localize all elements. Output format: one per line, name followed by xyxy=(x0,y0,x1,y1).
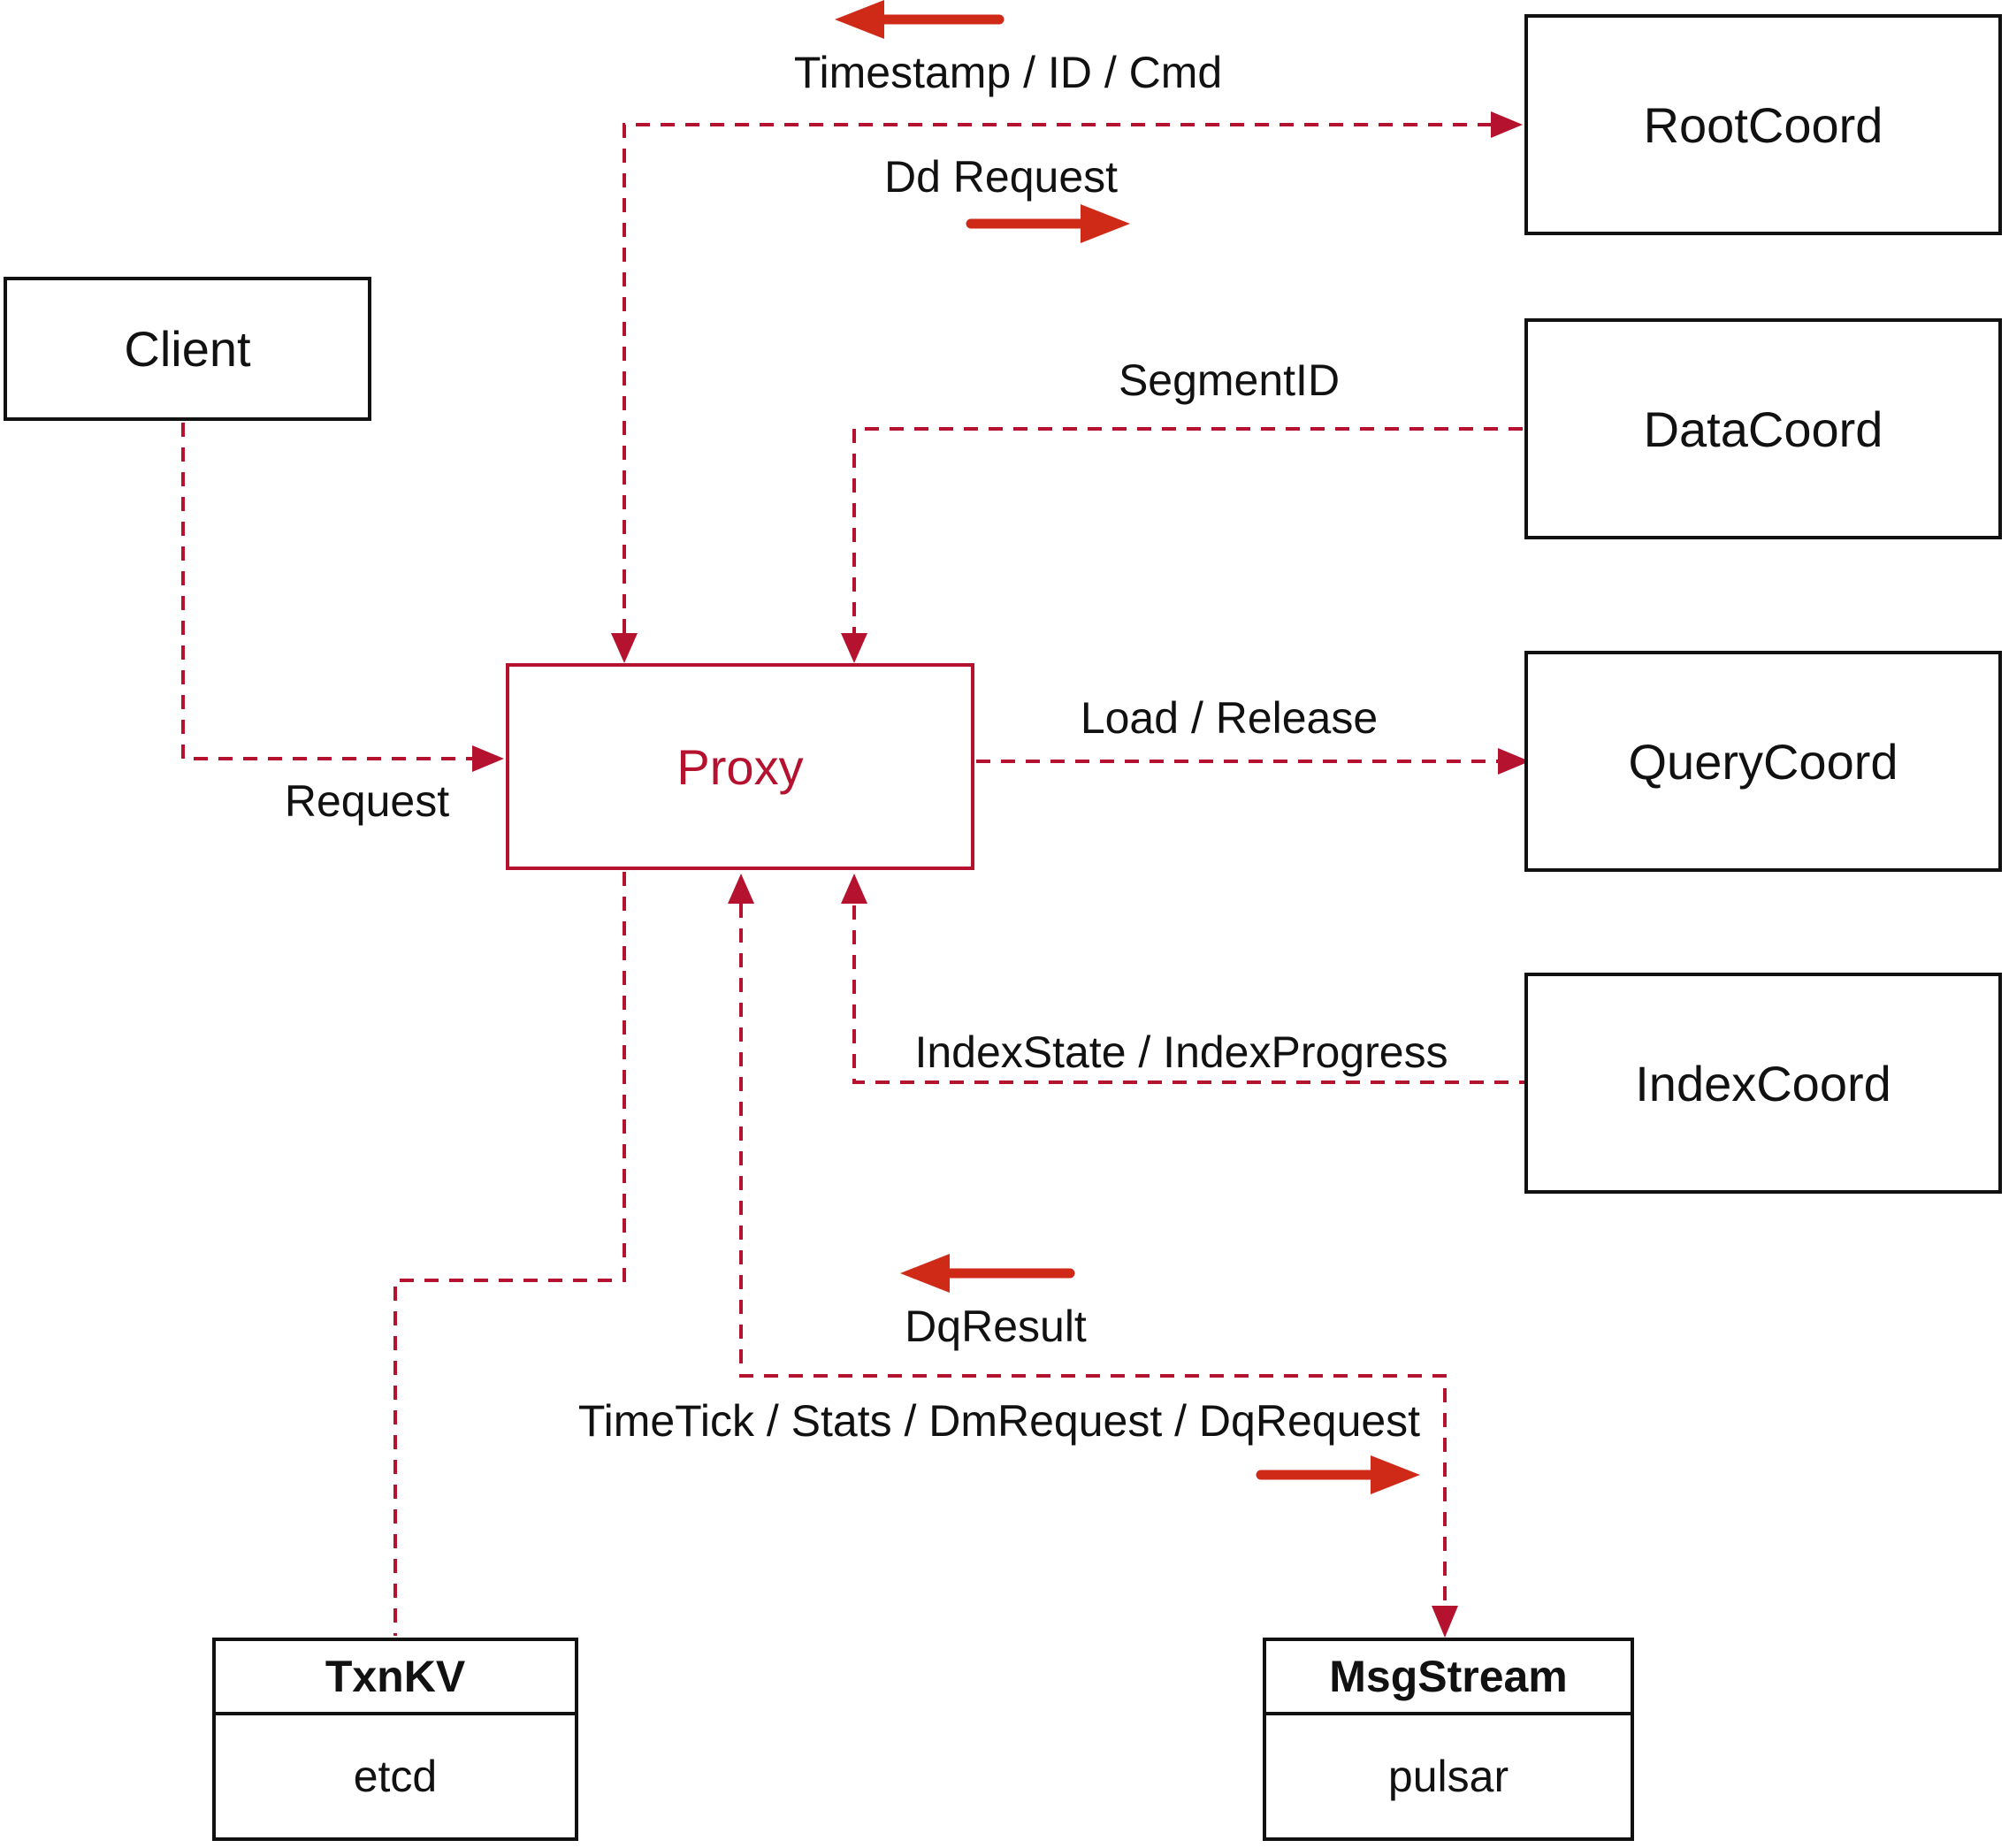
arrowhead-into-proxy-bottom-left xyxy=(728,874,754,904)
edge-label-load-release: Load / Release xyxy=(1080,693,1379,743)
node-txnkv: TxnKV etcd xyxy=(212,1638,578,1841)
edge-proxy-txnkv xyxy=(393,872,626,1636)
flow-arrowhead-right-timetick-icon xyxy=(1371,1455,1420,1494)
node-datacoord: DataCoord xyxy=(1524,318,2002,539)
edge-label-segment-id: SegmentID xyxy=(1118,355,1341,405)
edge-client-proxy xyxy=(181,423,472,760)
edge-label-timestamp: Timestamp / ID / Cmd xyxy=(793,48,1223,97)
node-proxy-label: Proxy xyxy=(676,738,804,795)
edge-label-index-state: IndexState / IndexProgress xyxy=(914,1027,1448,1077)
node-proxy: Proxy xyxy=(506,663,974,870)
node-datacoord-label: DataCoord xyxy=(1643,401,1883,457)
node-querycoord: QueryCoord xyxy=(1524,651,2002,872)
node-rootcoord: RootCoord xyxy=(1524,14,2002,235)
node-client-label: Client xyxy=(124,321,251,377)
arrowhead-into-msgstream xyxy=(1432,1606,1458,1638)
arrowhead-into-proxy-bottom-right xyxy=(841,874,867,904)
flow-arrowhead-right-ddrequest-icon xyxy=(1081,204,1130,243)
edge-datacoord-proxy xyxy=(852,427,1523,633)
edge-indexcoord-proxy xyxy=(852,904,1533,1084)
node-client: Client xyxy=(4,277,371,421)
flow-arrowhead-left-timestamp-icon xyxy=(835,0,884,39)
node-querycoord-label: QueryCoord xyxy=(1628,733,1898,790)
node-txnkv-title: TxnKV xyxy=(216,1641,575,1715)
node-indexcoord-label: IndexCoord xyxy=(1635,1055,1891,1111)
arrowhead-into-proxy-top-right xyxy=(841,633,867,663)
arrowhead-into-rootcoord xyxy=(1491,111,1523,138)
edge-label-request: Request xyxy=(284,776,450,826)
edge-proxy-rootcoord xyxy=(623,123,1491,633)
node-msgstream-title: MsgStream xyxy=(1266,1641,1631,1715)
flow-arrowhead-left-dqresult-icon xyxy=(900,1254,950,1293)
arrowhead-into-proxy-top-left xyxy=(611,633,638,663)
edge-label-dd-request: Dd Request xyxy=(883,152,1119,202)
arrowhead-into-querycoord xyxy=(1498,748,1530,775)
node-rootcoord-label: RootCoord xyxy=(1643,96,1883,153)
arrowhead-into-proxy-left xyxy=(472,745,504,772)
node-msgstream-subtitle: pulsar xyxy=(1387,1752,1509,1801)
edge-proxy-msgstream xyxy=(739,904,1447,1606)
edge-label-time-tick: TimeTick / Stats / DmRequest / DqRequest xyxy=(577,1396,1421,1446)
edge-label-dq-result: DqResult xyxy=(905,1302,1087,1351)
node-msgstream: MsgStream pulsar xyxy=(1263,1638,1634,1841)
node-txnkv-subtitle: etcd xyxy=(353,1752,438,1801)
node-indexcoord: IndexCoord xyxy=(1524,973,2002,1194)
